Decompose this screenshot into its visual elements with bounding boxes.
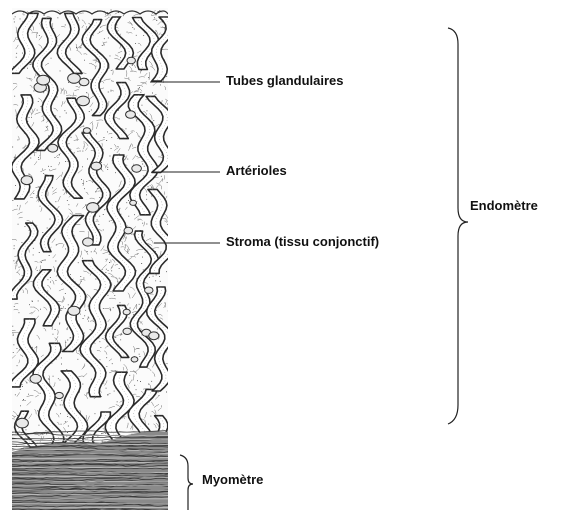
label-myometre: Myomètre — [202, 472, 263, 487]
arteriole — [55, 392, 63, 398]
myometre-brace — [180, 455, 193, 510]
arteriole — [91, 162, 102, 170]
arteriole — [132, 165, 142, 172]
label-stroma: Stroma (tissu conjonctif) — [226, 234, 379, 249]
arteriole — [77, 96, 90, 106]
arteriole — [83, 128, 90, 134]
arteriole — [123, 309, 130, 315]
label-endometre: Endomètre — [470, 198, 538, 213]
arteriole — [145, 287, 153, 293]
arteriole — [68, 74, 81, 84]
arteriole — [37, 75, 50, 85]
tissue-section-illustration — [8, 8, 185, 510]
arteriole — [16, 418, 28, 428]
arteriole — [48, 144, 58, 152]
label-tubes-glandulaires: Tubes glandulaires — [226, 73, 344, 88]
endometre-brace — [448, 28, 468, 424]
arteriole — [126, 111, 136, 119]
arteriole — [130, 200, 137, 205]
arteriole — [149, 332, 159, 340]
arteriole — [123, 328, 131, 334]
arteriole — [87, 203, 99, 213]
arteriole — [124, 227, 133, 234]
arteriole — [21, 176, 33, 185]
arteriole — [127, 57, 135, 64]
arteriole — [131, 357, 138, 362]
arteriole — [83, 238, 94, 246]
arteriole — [30, 374, 41, 383]
label-arterioles: Artérioles — [226, 163, 287, 178]
arteriole — [68, 306, 80, 315]
